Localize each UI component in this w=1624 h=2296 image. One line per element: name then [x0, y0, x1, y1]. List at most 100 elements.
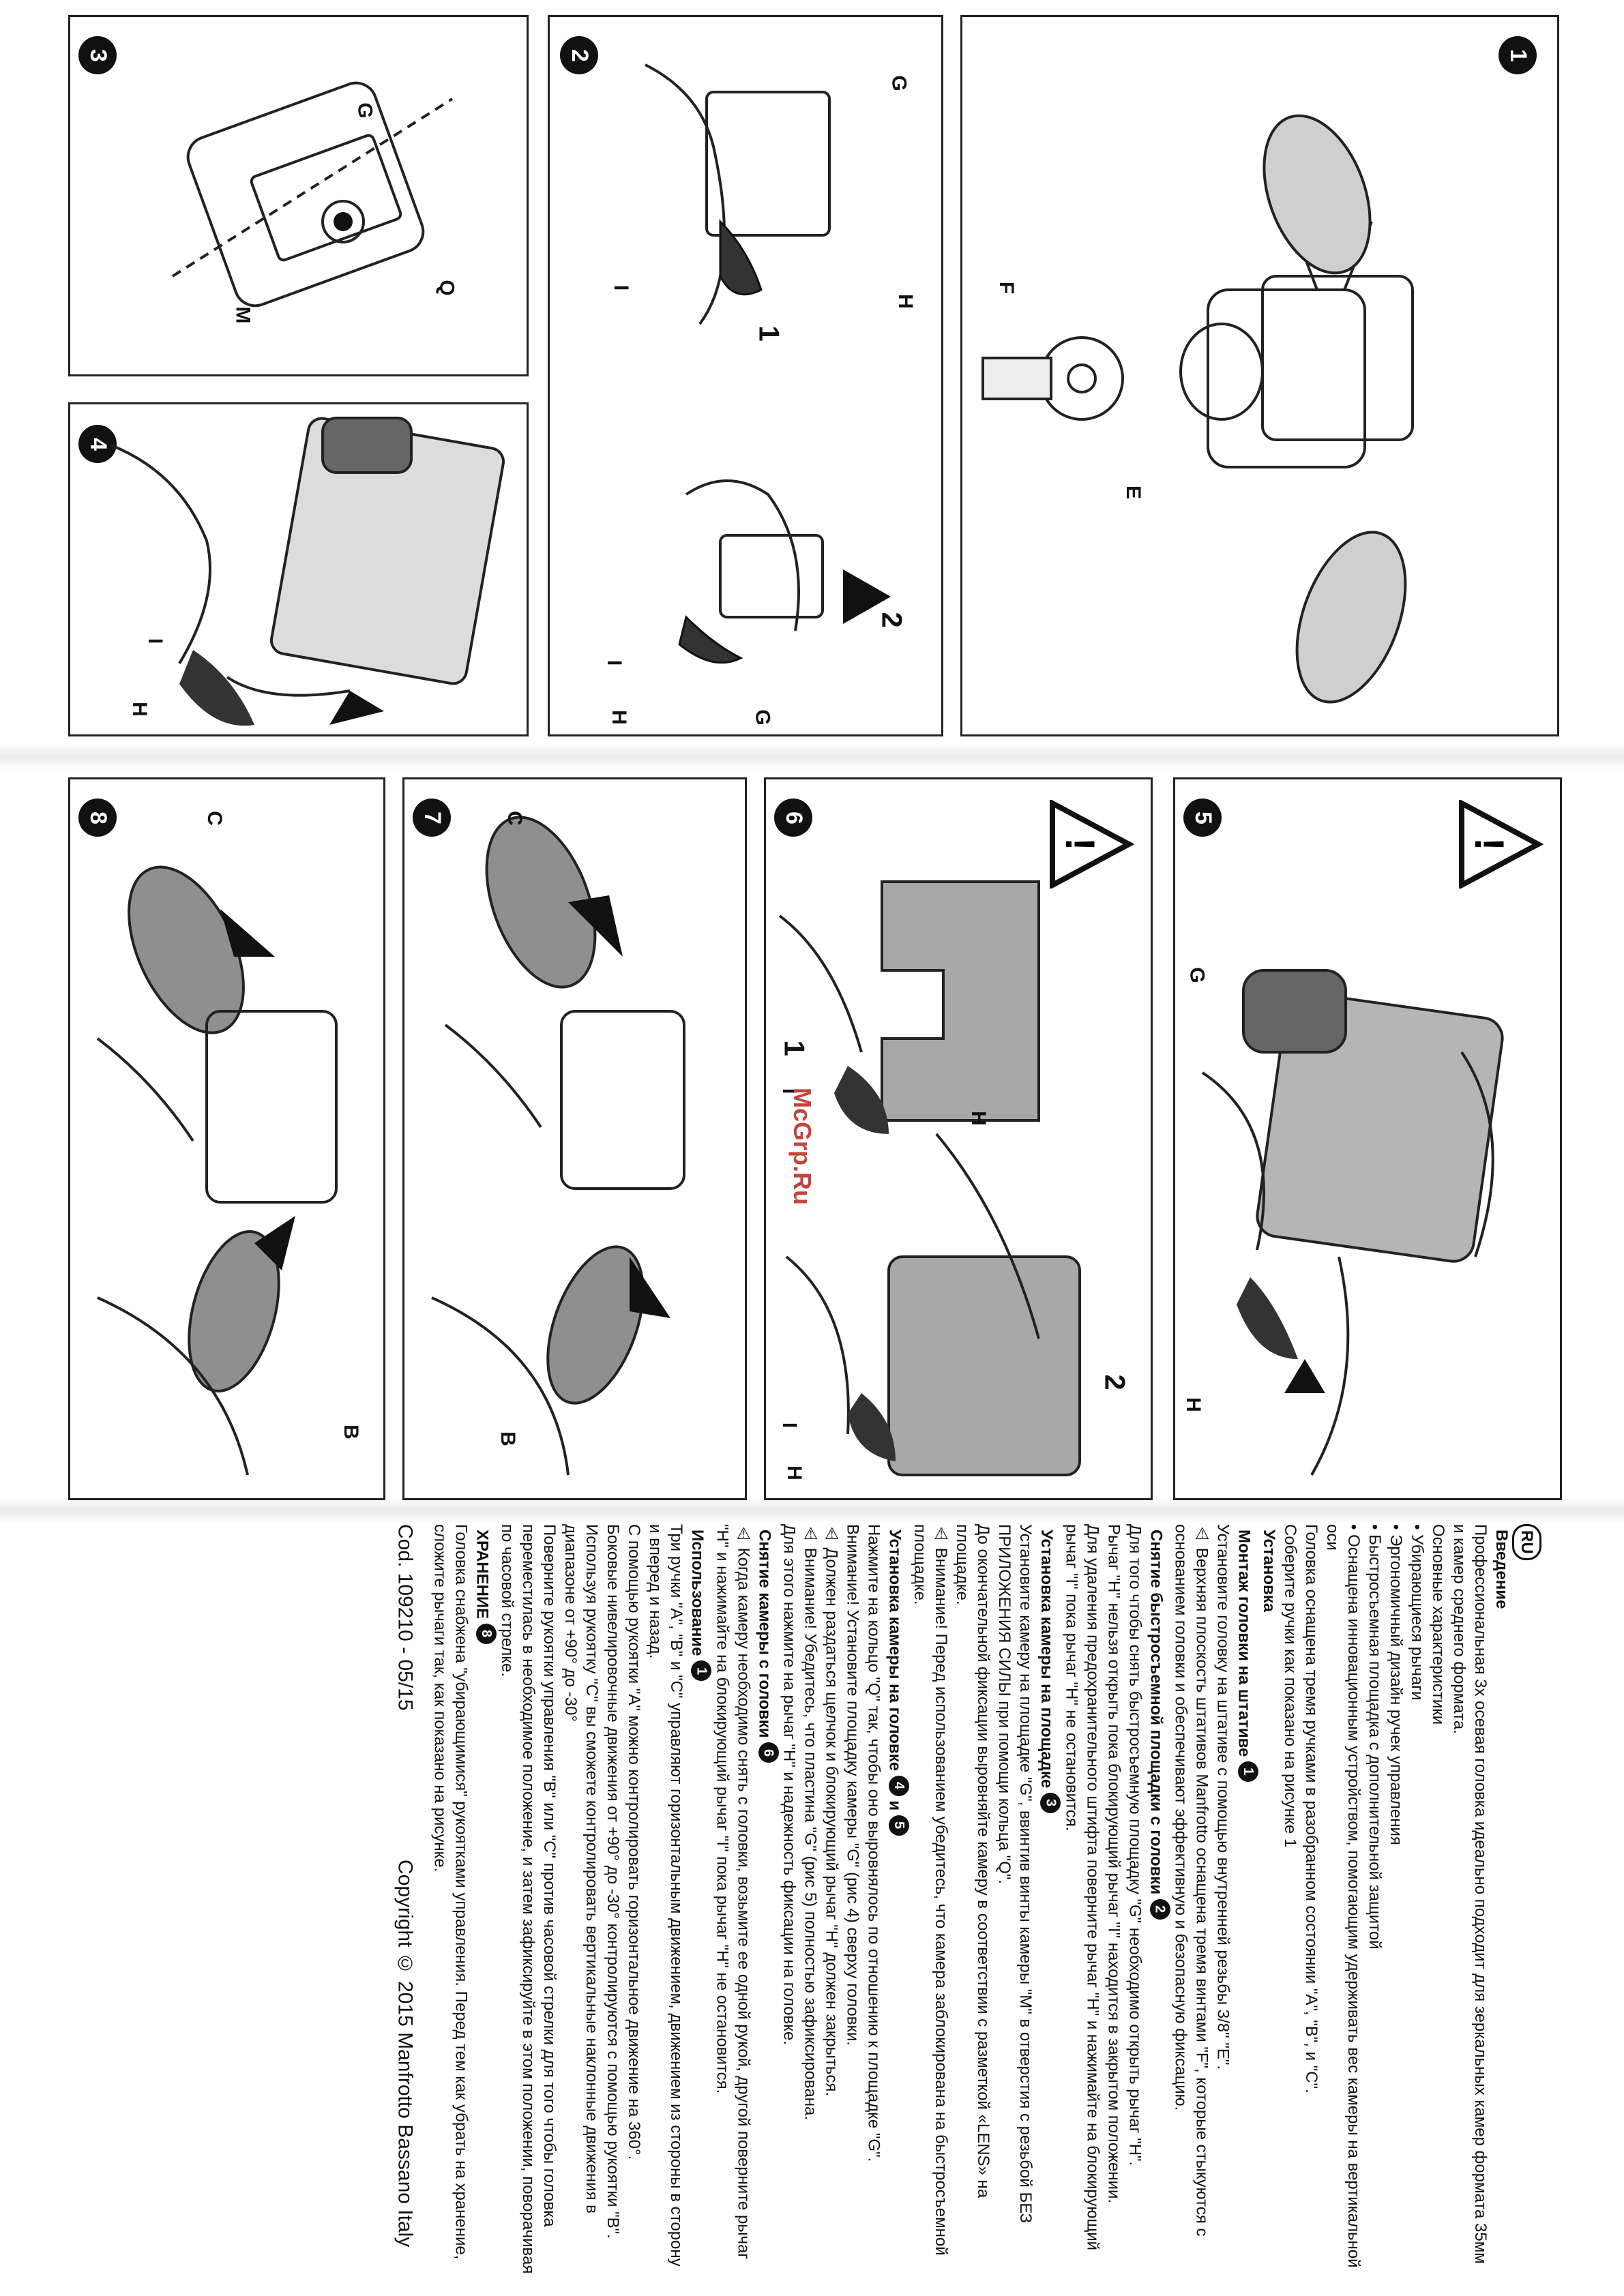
- figure-5-panel: 5 ! G H: [1173, 777, 1562, 1500]
- camera-head-warning-2: ⚠ Внимание! Убедитесь, что пластина "G" …: [801, 1524, 820, 2120]
- mount-title: Монтаж головки на штативе 1: [1234, 1530, 1258, 2274]
- label-e: E: [1122, 485, 1145, 500]
- figure-number-badge: 4: [78, 425, 117, 463]
- label-i-top: I: [610, 284, 633, 291]
- label-b: B: [496, 1431, 519, 1446]
- label-c: C: [203, 811, 226, 826]
- mount-camera-text-1: Установите камеру на площадке "G", ввинт…: [994, 1524, 1035, 2224]
- remove-plate-text-3: Для удаления предохранительного штифта п…: [1062, 1524, 1102, 2251]
- feature-item: • Быстросъемная площадка с дополнительно…: [1365, 1524, 1384, 1950]
- camera-locking-illustration: [1201, 969, 1504, 1476]
- use-text-2: С помощью рукоятки "A" можно контролиров…: [624, 1524, 643, 2160]
- step-badge: 8: [475, 1623, 497, 1644]
- label-i-bottom: I: [603, 659, 626, 666]
- label-i-bottom: I: [778, 1422, 801, 1429]
- plate-removal-illustration: [645, 63, 891, 664]
- storage-text: Головка снабжена "убирающимися" рукоятка…: [430, 1524, 471, 2260]
- remove-plate-text-2: Рычаг "H" нельзя открыть пока блокирующи…: [1104, 1524, 1123, 2204]
- install-title: Установка: [1260, 1530, 1278, 1613]
- label-c: C: [503, 811, 526, 826]
- warning-icon: !: [1459, 800, 1544, 889]
- camera-head-title: Установка камеры на головке 4 и 5: [885, 1530, 909, 2274]
- label-h-bottom: H: [782, 1465, 806, 1480]
- warning-icon: ⚠: [801, 1524, 820, 1548]
- language-badge: RU: [1512, 1524, 1541, 1560]
- warning-icon: ⚠: [734, 1524, 753, 1548]
- label-step-1: 1: [778, 1040, 811, 1056]
- camera-head-warning-1: ⚠ Должен раздаться щелчок и блокирующий …: [822, 1524, 841, 2096]
- mount-text: Установите головку на штативе с помощью …: [1213, 1524, 1232, 2070]
- step-badge: 4: [888, 1775, 909, 1796]
- camera-head-warning-3: Для этого нажмите на рычаг "H" и надежно…: [780, 1524, 799, 2045]
- feature-item: • Убирающиеся рычаги: [1408, 1524, 1426, 1701]
- label-h-top: H: [894, 294, 917, 309]
- warning-icon: ⚠: [931, 1524, 950, 1548]
- label-step-1: 1: [753, 325, 786, 342]
- handle-retract-illustration: [96, 865, 338, 1476]
- warning-icon: ⚠: [822, 1524, 841, 1548]
- intro-title: Введение: [1492, 1530, 1511, 1609]
- label-h-top: H: [966, 1111, 990, 1126]
- warning-icon: !: [1050, 800, 1134, 889]
- label-h: H: [1181, 1397, 1205, 1412]
- label-h: H: [128, 702, 151, 717]
- figure-2-panel: 2 G I H 1 2 I H G: [548, 15, 943, 736]
- warning-icon: ⚠: [1192, 1524, 1211, 1548]
- figure-number-badge: 6: [774, 799, 812, 837]
- camera-on-head-illustration: [110, 417, 505, 726]
- step-badge: 6: [758, 1742, 779, 1763]
- fold-line: [0, 1497, 1624, 1524]
- mount-warning: ⚠ Верхняя плоскость штативов Manfrotto о…: [1171, 1524, 1211, 2237]
- figure-number-badge: 8: [78, 799, 117, 837]
- tripod-head-illustration: [981, 114, 1414, 704]
- label-f: F: [995, 281, 1018, 295]
- camera-release-illustration: [778, 880, 1081, 1476]
- camera-mount-illustration: [171, 81, 454, 308]
- remove-camera-warning: ⚠ Когда камеру необходимо снять с головк…: [713, 1524, 753, 2260]
- watermark: McGrp.Ru: [788, 1087, 817, 1206]
- camera-head-text-2: Внимание! Установите площадку камеры "G"…: [843, 1524, 862, 2046]
- features-text-1: Головка оснащена тремя ручками в разобра…: [1302, 1524, 1320, 2093]
- figure-1-panel: 1 F E: [960, 15, 1559, 736]
- label-h-bottom: H: [607, 710, 630, 725]
- step-badge: 1: [691, 1660, 712, 1682]
- step-badge: 2: [1149, 1898, 1170, 1920]
- use-text-4: Используя рукоятку "C" вы сможете контро…: [561, 1524, 601, 2213]
- label-step-2: 2: [1099, 1374, 1132, 1390]
- mount-camera-title: Установка камеры на площадке 3: [1036, 1530, 1061, 2274]
- figure-6-panel: 6 ! 1 I H 2 I H: [764, 777, 1153, 1500]
- label-q: Q: [435, 280, 458, 296]
- use-text-5: Поверните рукоятки управления "B" или "C…: [497, 1524, 559, 2274]
- label-i: I: [144, 638, 167, 644]
- storage-title: ХРАНЕНИЕ 8: [472, 1530, 497, 2274]
- instructions-text: RU Введение Профессиональная 3х осевая г…: [82, 1524, 1541, 2274]
- figure-3-panel: 3 G Q M: [68, 15, 529, 376]
- use-title: Использование 1: [687, 1530, 712, 2274]
- intro-text: Профессиональная 3х осевая головка идеал…: [1450, 1524, 1490, 2264]
- use-text-3: Боковые нивелировочные движения от +90° …: [603, 1524, 622, 2239]
- label-g: G: [353, 102, 377, 119]
- step-badge: 5: [888, 1815, 909, 1836]
- figure-number-badge: 5: [1183, 799, 1222, 837]
- camera-head-text-1: Нажмите на кольцо "Q" так, чтобы оно выр…: [864, 1524, 883, 2162]
- label-step-2: 2: [876, 612, 909, 628]
- figure-number-badge: 2: [560, 36, 598, 74]
- svg-text:!: !: [1057, 837, 1103, 851]
- figure-number-badge: 3: [78, 36, 117, 74]
- remove-camera-title: Снятие камеры с головки 6: [754, 1530, 779, 2274]
- figure-8-panel: 8 C B: [68, 777, 385, 1500]
- mount-camera-warning: ⚠ Внимание! Перед использованием убедите…: [910, 1524, 950, 2256]
- label-g-top: G: [887, 75, 911, 91]
- step-badge: 3: [1040, 1792, 1061, 1813]
- label-b: B: [339, 1425, 362, 1440]
- step-badge: 1: [1238, 1761, 1258, 1783]
- figure-4-panel: 4 I H: [68, 402, 529, 736]
- remove-plate-text-1: Для того чтобы снять быстросъемную площа…: [1125, 1524, 1145, 2166]
- feature-item: • Оснащена инновационным устройством, по…: [1323, 1524, 1363, 2268]
- remove-plate-title: Снятие быстросъемной площадки с головки …: [1145, 1530, 1170, 2274]
- footer: Cod. 109210 - 05/15 Copyright © 2015 Man…: [394, 1524, 417, 2247]
- label-m: M: [231, 306, 254, 324]
- svg-text:!: !: [1466, 837, 1512, 851]
- mount-camera-text-2: До окончательной фиксации выровняйте кам…: [952, 1524, 992, 2198]
- feature-item: • Эргономичный дизайн ручек управления: [1387, 1524, 1405, 1845]
